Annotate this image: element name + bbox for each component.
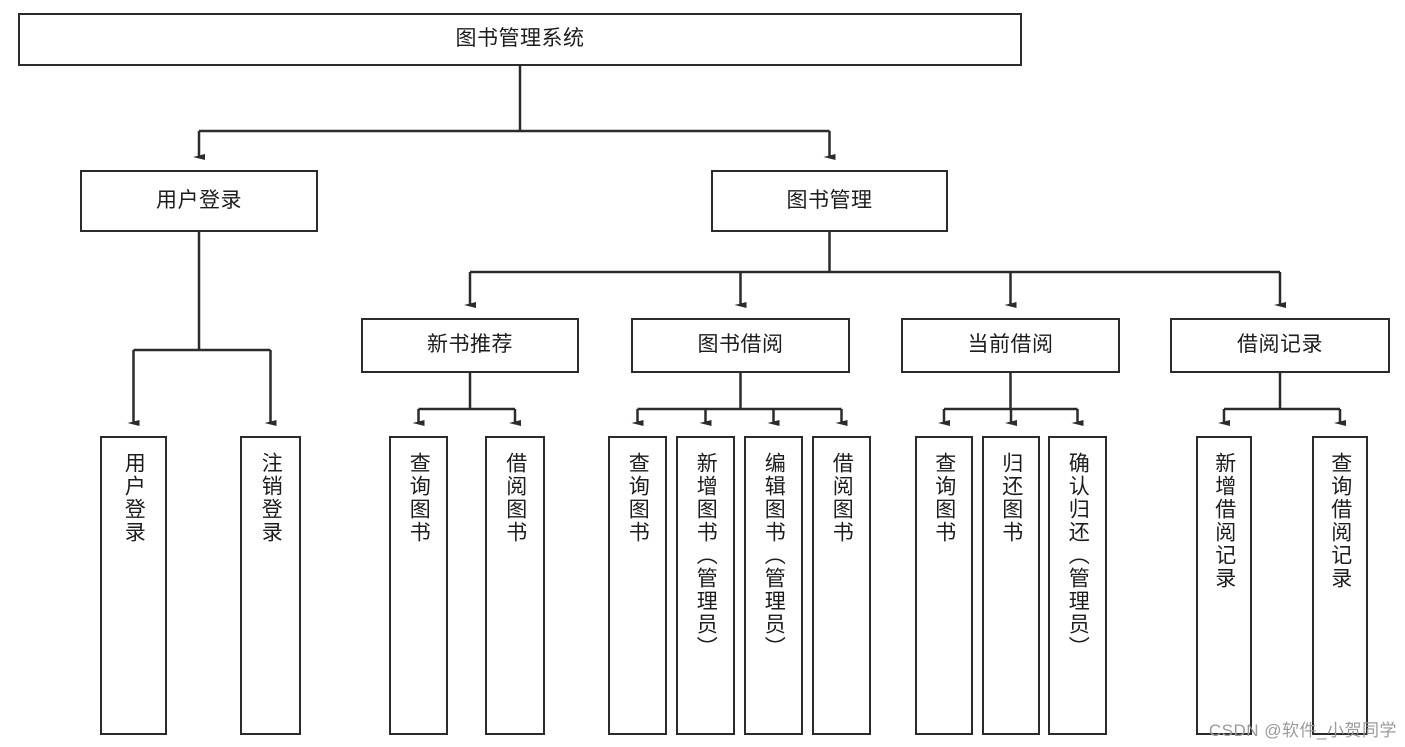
node-label: 编辑图书（管理员）: [762, 452, 786, 659]
node-leaf-logout[interactable]: 注销登录: [240, 436, 301, 735]
node-leaf-query-book-2[interactable]: 查询图书: [608, 436, 667, 735]
node-label: 图书管理: [786, 188, 873, 212]
node-leaf-user-login[interactable]: 用户登录: [100, 436, 167, 735]
node-leaf-query-book-3[interactable]: 查询图书: [915, 436, 973, 735]
node-label: 查询图书: [407, 452, 431, 544]
node-leaf-borrow-book-1[interactable]: 借阅图书: [485, 436, 545, 735]
node-label: 图书借阅: [697, 333, 784, 357]
node-label: 当前借阅: [967, 333, 1054, 357]
node-book-borrow[interactable]: 图书借阅: [631, 318, 850, 373]
node-leaf-add-book[interactable]: 新增图书（管理员）: [676, 436, 735, 735]
node-label: 查询借阅记录: [1328, 452, 1352, 590]
node-leaf-query-record[interactable]: 查询借阅记录: [1312, 436, 1368, 735]
node-label: 确认归还（管理员）: [1066, 452, 1090, 659]
node-borrow-record[interactable]: 借阅记录: [1170, 318, 1390, 373]
node-leaf-confirm-return[interactable]: 确认归还（管理员）: [1048, 436, 1107, 735]
node-new-book-rec[interactable]: 新书推荐: [361, 318, 579, 373]
node-current-borrow[interactable]: 当前借阅: [901, 318, 1120, 373]
node-leaf-return-book[interactable]: 归还图书: [982, 436, 1040, 735]
node-leaf-borrow-book-2[interactable]: 借阅图书: [812, 436, 871, 735]
node-label: 用户登录: [122, 452, 146, 544]
node-label: 借阅记录: [1237, 333, 1323, 357]
node-label: 归还图书: [999, 452, 1023, 544]
node-leaf-query-book-1[interactable]: 查询图书: [389, 436, 448, 735]
node-label: 查询图书: [626, 452, 650, 544]
node-label: 借阅图书: [830, 452, 854, 544]
node-label: 借阅图书: [503, 452, 527, 544]
node-label: 新增图书（管理员）: [694, 452, 718, 659]
node-label: 注销登录: [259, 452, 283, 544]
node-leaf-edit-book[interactable]: 编辑图书（管理员）: [744, 436, 803, 735]
node-label: 新增借阅记录: [1212, 452, 1236, 590]
watermark-label: CSDN @软件_小贺同学: [1208, 721, 1397, 740]
node-user-login[interactable]: 用户登录: [80, 170, 318, 232]
node-book-manage[interactable]: 图书管理: [711, 170, 948, 232]
node-leaf-add-record[interactable]: 新增借阅记录: [1196, 436, 1252, 735]
node-label: 查询图书: [932, 452, 956, 544]
node-label: 图书管理系统: [455, 27, 585, 51]
node-root[interactable]: 图书管理系统: [18, 13, 1022, 66]
node-label: 用户登录: [156, 188, 242, 212]
node-label: 新书推荐: [427, 333, 513, 357]
